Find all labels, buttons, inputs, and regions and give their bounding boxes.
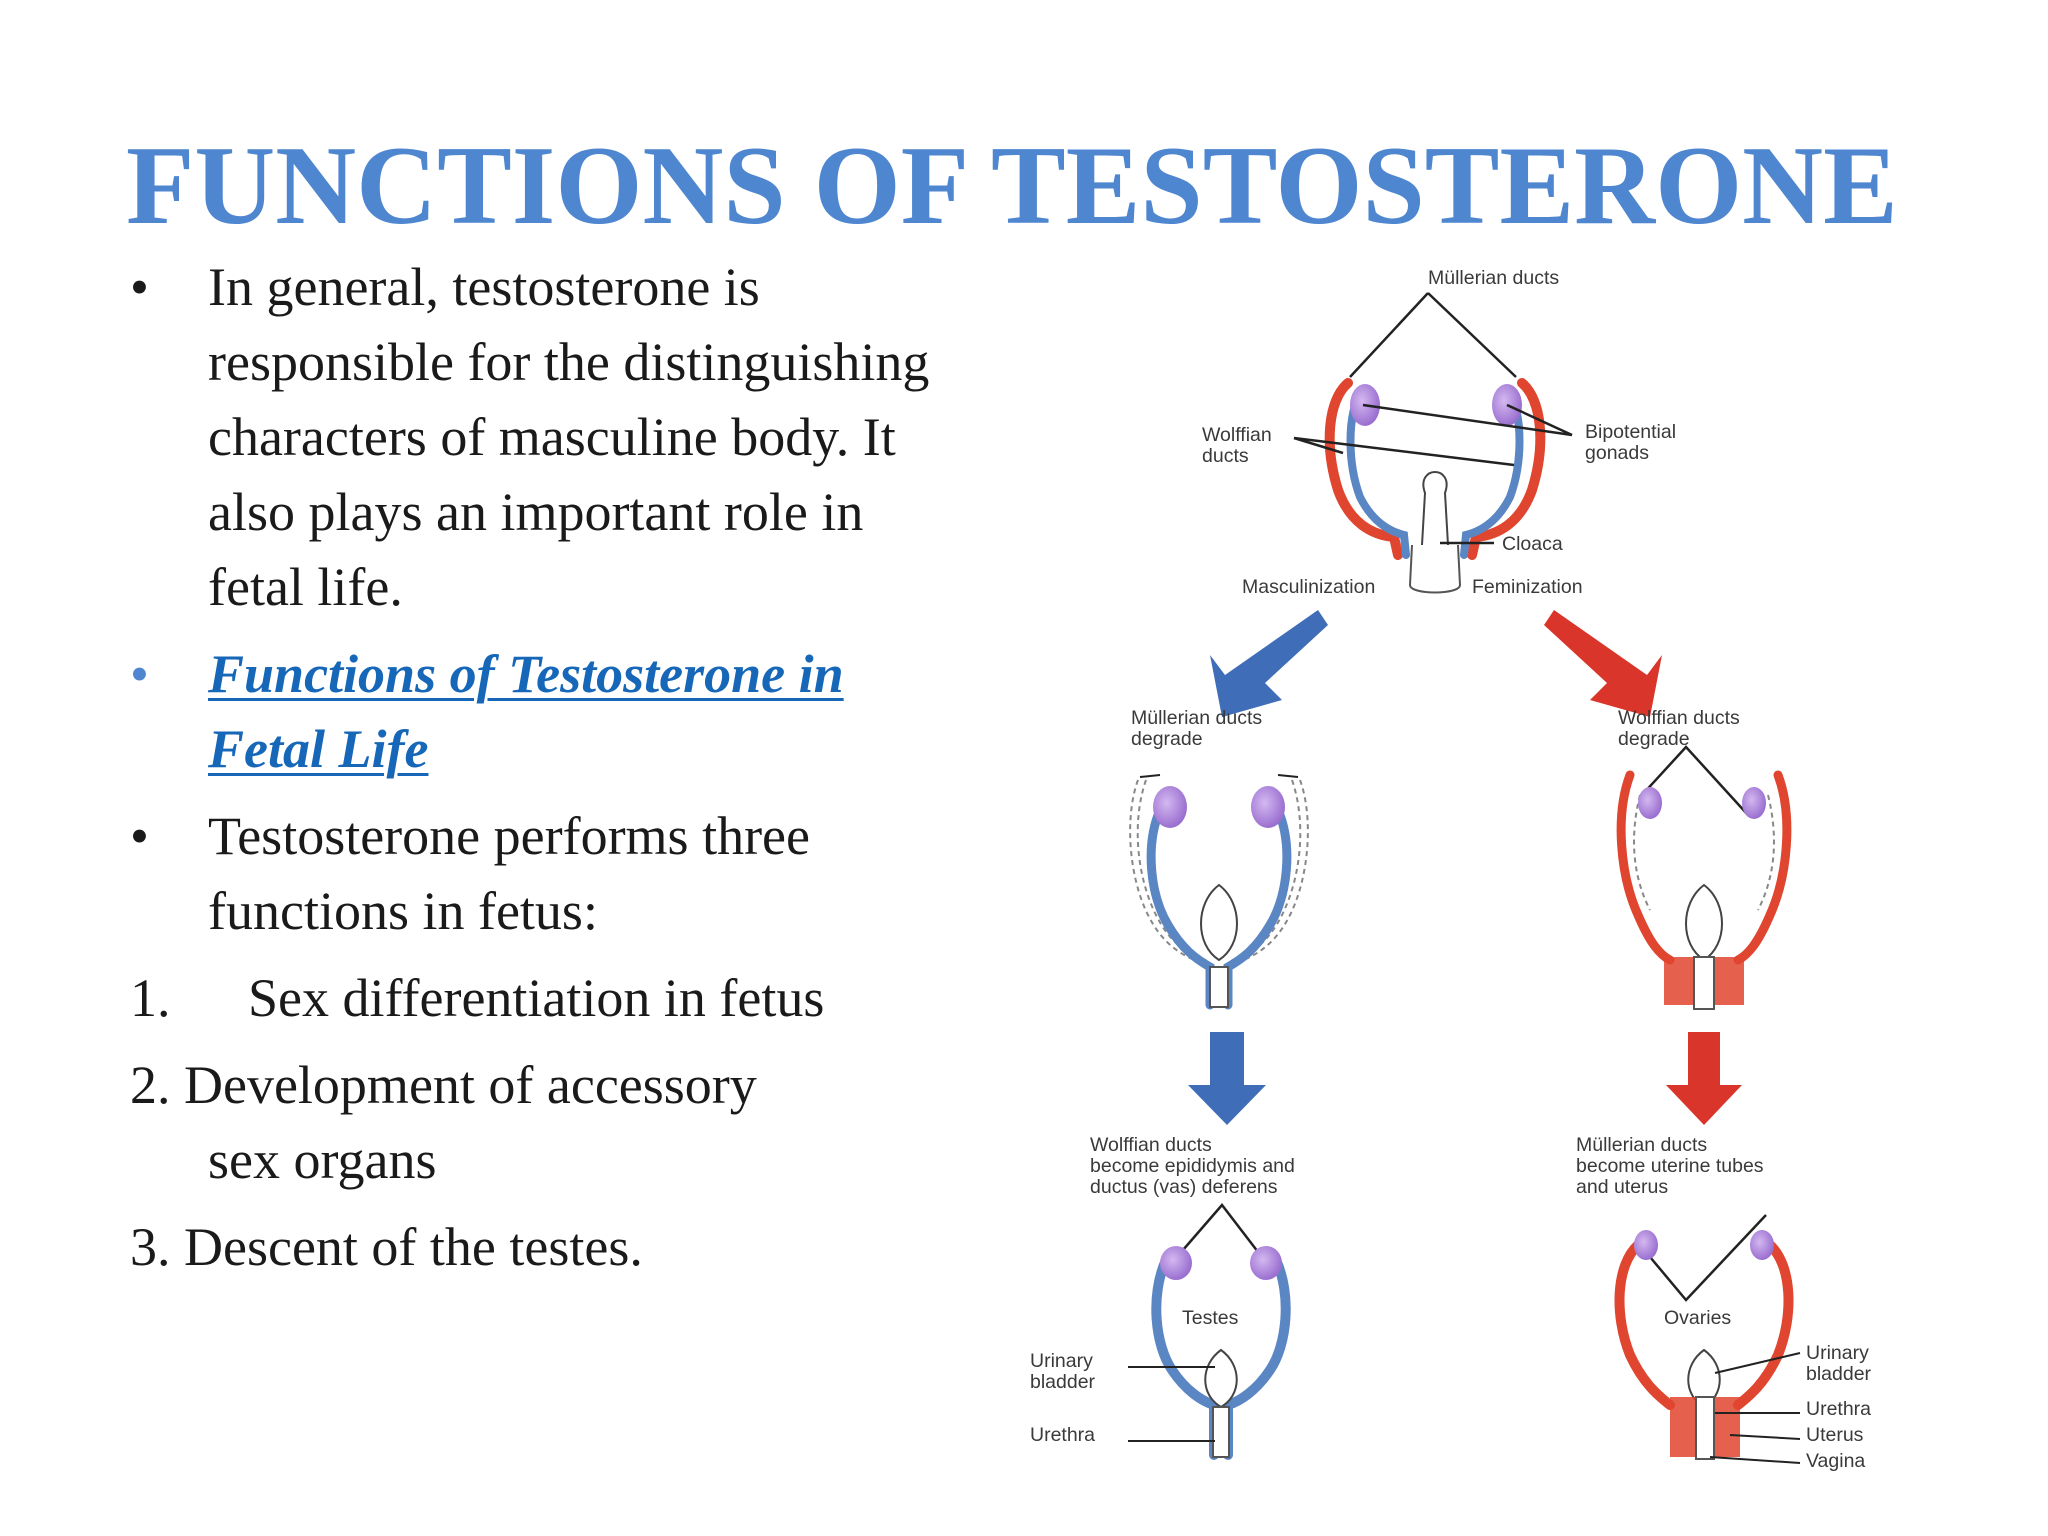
ovary-developing-right (1742, 787, 1766, 819)
bullet-text: In general, testosterone is responsible … (208, 257, 930, 617)
label-testes: Testes (1182, 1307, 1239, 1329)
label-mullerian-become-3: and uterus (1576, 1176, 1668, 1198)
label-wolffian-degrade: Wolffian ducts (1618, 707, 1740, 729)
bullet-marker: • (130, 644, 149, 704)
label-wolffian-ducts-top: Wolffian (1202, 424, 1272, 446)
label-mullerian-become-1: Müllerian ducts (1576, 1134, 1707, 1156)
slide-title: FUNCTIONS OF TESTOSTERONE (126, 124, 1898, 248)
label-mullerian-degrade: Müllerian ducts (1131, 707, 1262, 729)
label-wolffian-become-2: become epididymis and (1090, 1155, 1295, 1177)
label-wolffian-ducts-top-2: ducts (1202, 445, 1249, 467)
label-uterus: Uterus (1806, 1424, 1864, 1446)
bullet-item-link[interactable]: • Functions of Testosterone in Fetal Lif… (130, 637, 960, 787)
label-feminization: Feminization (1472, 576, 1583, 598)
numbered-text: 3. Descent of the testes. (130, 1217, 643, 1277)
slide-body: • In general, testosterone is responsibl… (130, 250, 960, 1285)
label-urinary-bladder-male-2: bladder (1030, 1371, 1096, 1393)
ovary-developing-left (1638, 787, 1662, 819)
testis-developing-left (1153, 786, 1187, 828)
label-urinary-bladder-female: Urinary (1806, 1342, 1869, 1364)
mullerian-duct-right (1467, 378, 1546, 560)
ovary-left (1634, 1230, 1658, 1260)
fetal-life-functions-link[interactable]: Functions of Testosterone in Fetal Life (208, 644, 844, 779)
label-urethra-male: Urethra (1030, 1424, 1095, 1446)
male-down-arrow (1188, 1032, 1266, 1125)
bullet-marker: • (130, 806, 149, 866)
feminization-arrow (1544, 610, 1662, 717)
bullet-text: Testosterone performs three functions in… (208, 806, 810, 941)
ovary-right (1750, 1230, 1774, 1260)
bullet-marker: • (130, 257, 149, 317)
label-urinary-bladder-male: Urinary (1030, 1350, 1093, 1372)
bullet-item: • In general, testosterone is responsibl… (130, 250, 960, 625)
male-final-stage: Wolffian ducts become epididymis and duc… (1030, 1134, 1295, 1460)
mullerian-duct-left (1324, 378, 1403, 560)
label-vagina: Vagina (1806, 1450, 1865, 1472)
label-wolffian-degrade-2: degrade (1618, 728, 1690, 750)
testis-right (1250, 1246, 1282, 1280)
female-final-stage: Müllerian ducts become uterine tubes and… (1576, 1134, 1872, 1472)
masculinization-arrow (1210, 610, 1328, 717)
testis-developing-right (1251, 786, 1285, 828)
numbered-text: 2. Development of accessory (130, 1055, 757, 1115)
female-down-arrow (1666, 1032, 1742, 1125)
numbered-item: 1. Sex differentiation in fetus (130, 961, 960, 1036)
label-mullerian-become-2: become uterine tubes (1576, 1155, 1764, 1177)
female-intermediate-stage: Wolffian ducts degrade (1616, 707, 1792, 1010)
male-intermediate-stage: Müllerian ducts degrade (1129, 707, 1309, 1010)
label-bipotential-gonads-2: gonads (1585, 442, 1649, 464)
label-mullerian-ducts-top: Müllerian ducts (1428, 267, 1559, 289)
label-wolffian-become-3: ductus (vas) deferens (1090, 1176, 1278, 1198)
label-bipotential-gonads: Bipotential (1585, 421, 1676, 443)
label-wolffian-become-1: Wolffian ducts (1090, 1134, 1212, 1156)
bullet-item: • Testosterone performs three functions … (130, 799, 960, 949)
numbered-item: 2. Development of accessory sex organs (130, 1048, 960, 1198)
numbered-text: Sex differentiation in fetus (248, 968, 825, 1028)
label-urethra-female: Urethra (1806, 1398, 1871, 1420)
numbered-text-continued: sex organs (208, 1130, 437, 1190)
undifferentiated-stage: Müllerian ducts Wolffian ducts Bipotenti… (1202, 267, 1676, 598)
label-ovaries: Ovaries (1664, 1307, 1731, 1329)
label-masculinization: Masculinization (1242, 576, 1375, 598)
numbered-item: 3. Descent of the testes. (130, 1210, 960, 1285)
label-urinary-bladder-female-2: bladder (1806, 1363, 1872, 1385)
label-cloaca: Cloaca (1502, 533, 1563, 555)
label-mullerian-degrade-2: degrade (1131, 728, 1203, 750)
testis-left (1160, 1246, 1192, 1280)
sex-differentiation-diagram: Müllerian ducts Wolffian ducts Bipotenti… (1030, 267, 1872, 1472)
number-marker: 1. (130, 968, 171, 1028)
